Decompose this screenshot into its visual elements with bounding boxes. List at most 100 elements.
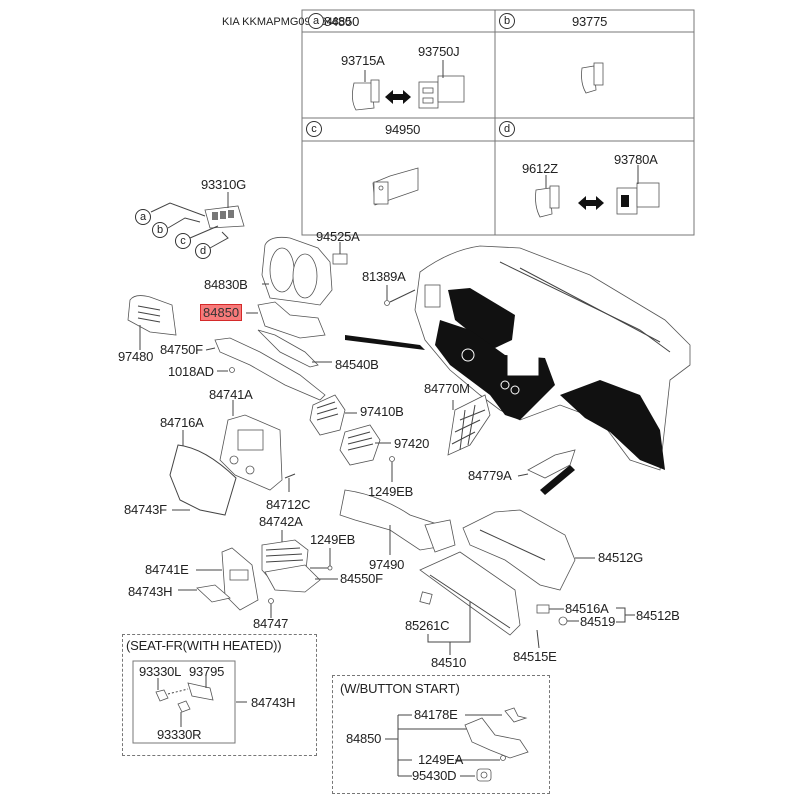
button-start-option-box: [332, 675, 550, 794]
part-label-95430D[interactable]: 95430D: [412, 768, 457, 783]
part-label-84519[interactable]: 84519: [580, 614, 616, 629]
part-label-84512G[interactable]: 84512G: [598, 550, 644, 565]
part-label-93780A[interactable]: 93780A: [614, 152, 658, 167]
pin-84515E-icon: [536, 629, 540, 649]
part-label-84516A[interactable]: 84516A: [565, 601, 609, 616]
callout-key-d: d: [195, 243, 211, 259]
callout-key-b: b: [152, 222, 168, 238]
option-c-title[interactable]: 94950: [385, 122, 421, 137]
part-label-84779A[interactable]: 84779A: [468, 468, 512, 483]
part-label-1249EA[interactable]: 1249EA: [418, 752, 464, 767]
center-vent-97410B-icon: [309, 394, 357, 436]
bezel-84741E-icon: [196, 547, 259, 611]
part-label-97410B[interactable]: 97410B: [360, 404, 404, 419]
bolt-81389A-icon: [384, 285, 416, 306]
clip-84747-icon: [268, 598, 274, 618]
seat-switch-subframe: [132, 660, 236, 744]
part-label-93715A[interactable]: 93715A: [341, 53, 385, 68]
part-label-97420[interactable]: 97420: [394, 436, 430, 451]
part-label-1249EB-upper[interactable]: 1249EB: [368, 484, 414, 499]
part-label-84743H[interactable]: 84743H: [128, 584, 173, 599]
part-label-84850-button-start[interactable]: 84850: [346, 731, 382, 746]
part-label-84540B[interactable]: 84540B: [335, 357, 379, 372]
trim-84779A-icon: [517, 449, 576, 479]
part-label-84743F[interactable]: 84743F: [124, 502, 167, 517]
side-vent-97480-icon: [127, 295, 177, 350]
switch-panel-93310G-icon: [150, 192, 245, 249]
dashboard-assembly-icon: [345, 245, 691, 495]
part-label-93330L[interactable]: 93330L: [139, 664, 182, 679]
tray-84550F-icon: [264, 548, 338, 593]
bracket-84512B-leader: [616, 607, 635, 623]
button-start-parts-icon: [385, 707, 529, 782]
part-label-84716A[interactable]: 84716A: [160, 415, 204, 430]
part-label-84741A[interactable]: 84741A: [209, 387, 253, 402]
part-label-84747[interactable]: 84747: [253, 616, 289, 631]
switch-93775-icon: [581, 62, 604, 94]
seat-heated-title: (SEAT-FR(WITH HEATED)): [126, 638, 282, 653]
glove-box-84510-icon: [419, 551, 521, 655]
option-key-b: b: [499, 13, 515, 29]
center-vent-97420-icon: [339, 424, 391, 466]
switch-94950-icon: [372, 167, 419, 206]
callout-key-a: a: [135, 209, 151, 225]
option-b-title[interactable]: 93775: [572, 14, 608, 29]
option-key-d: d: [499, 121, 515, 137]
option-key-a: a: [308, 13, 324, 29]
latch-84516A-icon: [536, 604, 564, 614]
bumper-84519-icon: [558, 616, 579, 626]
part-label-9612Z[interactable]: 9612Z: [522, 161, 558, 176]
option-key-c: c: [306, 121, 322, 137]
switch-9612Z-icon: [535, 175, 560, 218]
callout-key-c: c: [175, 233, 191, 249]
double-arrow-icon: [385, 90, 411, 104]
part-label-85261C[interactable]: 85261C: [405, 618, 450, 633]
part-label-84743H-seat[interactable]: 84743H: [251, 695, 296, 710]
switch-93715A-icon: [352, 70, 380, 111]
part-label-84830B[interactable]: 84830B: [204, 277, 248, 292]
glove-box-housing-84512G-icon: [462, 509, 595, 591]
center-fascia-84741A-icon: [219, 400, 283, 491]
part-label-84770M[interactable]: 84770M: [424, 381, 470, 396]
part-label-97490[interactable]: 97490: [369, 557, 405, 572]
part-label-93330R[interactable]: 93330R: [157, 727, 202, 742]
switch-93780A-icon: [616, 165, 660, 215]
part-label-84741E[interactable]: 84741E: [145, 562, 189, 577]
part-label-97480[interactable]: 97480: [118, 349, 154, 364]
option-table-grid: [301, 9, 695, 236]
lower-cover-84850-icon: [246, 301, 326, 339]
button-start-title: (W/BUTTON START): [340, 681, 460, 696]
clip-84712C-icon: [284, 473, 296, 492]
part-label-93310G[interactable]: 93310G: [201, 177, 247, 192]
part-label-84178E[interactable]: 84178E: [414, 707, 458, 722]
part-label-81389A[interactable]: 81389A: [362, 269, 406, 284]
part-label-84512B[interactable]: 84512B: [636, 608, 680, 623]
part-label-84550F[interactable]: 84550F: [340, 571, 383, 586]
part-label-84515E[interactable]: 84515E: [513, 649, 557, 664]
part-label-94525A[interactable]: 94525A: [316, 229, 360, 244]
label-85261C-icon: [419, 591, 433, 605]
part-label-1018AD[interactable]: 1018AD: [168, 364, 214, 379]
part-label-1249EB-lower[interactable]: 1249EB: [310, 532, 356, 547]
part-label-93795[interactable]: 93795: [189, 664, 225, 679]
part-label-84742A[interactable]: 84742A: [259, 514, 303, 529]
screw-1249EB-icon: [389, 456, 395, 482]
part-label-93750J[interactable]: 93750J: [418, 44, 460, 59]
option-a-title: 84850: [324, 14, 360, 29]
screw-1018AD-icon: [217, 367, 235, 373]
part-94525A-icon: [332, 242, 348, 265]
trim-84750F-icon: [205, 337, 326, 401]
seat-switch-parts-icon: [155, 674, 247, 727]
part-label-84750F[interactable]: 84750F: [160, 342, 203, 357]
part-label-84850-highlighted[interactable]: 84850: [200, 304, 243, 321]
trim-84540B-icon: [257, 329, 332, 368]
panel-84770M-icon: [447, 394, 491, 456]
cluster-hood-84830B-icon: [261, 236, 333, 306]
lower-panel-97490-icon: [339, 489, 456, 555]
seat-heated-option-box: [122, 634, 317, 756]
switch-93750J-icon: [418, 60, 465, 109]
part-label-84510[interactable]: 84510: [431, 655, 467, 670]
part-label-84712C[interactable]: 84712C: [266, 497, 311, 512]
double-arrow-icon: [578, 196, 604, 210]
